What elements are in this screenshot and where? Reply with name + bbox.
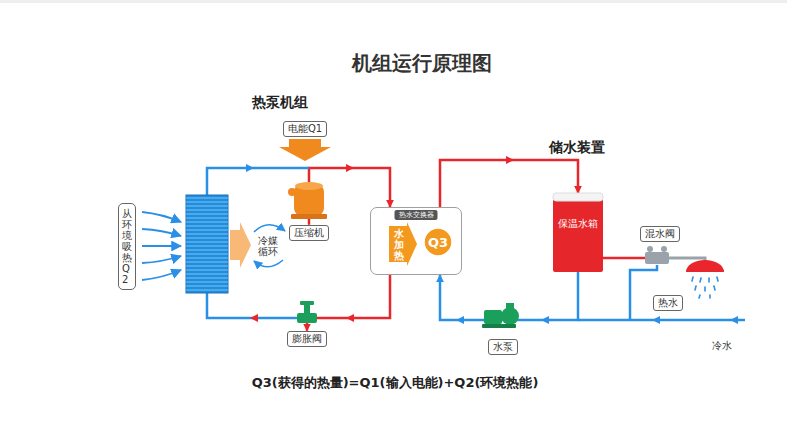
cold-water-pipe — [578, 319, 745, 322]
hot-water-label: 热水 — [653, 295, 683, 312]
compressor-label-text: 压缩机 — [294, 227, 324, 240]
flow-arrow — [246, 164, 254, 172]
air-arrows — [142, 212, 181, 280]
air-arrow — [142, 245, 181, 247]
heat-source-box-text: 从环境吸热Q2 — [122, 208, 132, 285]
flow-arrow — [456, 316, 464, 324]
flow-arrow — [346, 164, 354, 172]
pipes — [207, 168, 745, 320]
heating-arrow: 水加热 — [389, 222, 417, 266]
flow-arrows — [246, 156, 738, 324]
air-arrow — [142, 212, 181, 222]
cycle-arrow — [254, 225, 285, 232]
pump-motor — [484, 310, 502, 324]
refrigerant-pipe — [207, 168, 309, 195]
heat-exchanger-text: 热水交换器 — [395, 210, 438, 220]
tank-body — [553, 197, 603, 272]
valve-handle — [661, 246, 667, 252]
valve-body — [297, 313, 317, 323]
flow-arrow — [541, 316, 549, 324]
cold-water-riser — [630, 265, 657, 320]
pump-housing — [501, 307, 519, 325]
cycle-arrow — [254, 260, 283, 267]
air-arrow — [142, 270, 181, 280]
pipe-connector — [307, 275, 390, 331]
tank-cap — [553, 193, 603, 201]
water-drops — [692, 277, 718, 298]
power-input-box: 电能Q1 — [283, 121, 327, 138]
q3-circle: Q3 — [423, 227, 453, 257]
cycle-arrows — [254, 225, 285, 267]
flow-arrow — [730, 316, 738, 324]
mixing-valve — [645, 246, 669, 264]
air-arrow — [142, 256, 181, 263]
flow-arrow — [346, 314, 354, 322]
hot-water-label-text: 热水 — [658, 297, 678, 310]
diagram-title: 机组运行原理图 — [352, 50, 492, 77]
storage-heading: 储水装置 — [549, 139, 605, 157]
power-arrow — [279, 139, 331, 161]
evaporator — [186, 195, 251, 293]
compressor-label: 压缩机 — [289, 225, 329, 242]
flow-arrow — [250, 314, 258, 322]
pump-outlet — [506, 303, 514, 309]
expansion-valve — [297, 301, 317, 323]
shower-head — [686, 260, 724, 272]
valve-cap — [300, 301, 314, 305]
top-shade — [0, 0, 787, 3]
valve-label: 膨胀阀 — [287, 331, 327, 348]
power-input-box-text: 电能Q1 — [288, 123, 322, 136]
storage-tank: 保温水箱 — [553, 193, 603, 272]
diagram-caption: Q3(获得的热量)=Q1(输入电能)+Q2(环境热能) — [252, 374, 539, 392]
flow-arrow — [652, 316, 660, 324]
flow-arrow — [506, 156, 514, 164]
refrigerant-pipe — [207, 293, 298, 318]
heat-source-box: 从环境吸热Q2 — [118, 203, 136, 290]
pump-label: 水泵 — [488, 339, 518, 356]
pump-base — [482, 324, 516, 328]
compressor-top — [295, 182, 323, 190]
heat-exchanger: 热水交换器水加热 Q3 — [370, 207, 462, 275]
compressor-base — [291, 214, 327, 219]
evaporator-fins — [186, 195, 228, 293]
valve-body — [645, 252, 669, 264]
hot-water-pipe — [603, 257, 645, 260]
storage-tank-shape — [553, 193, 603, 272]
q3-circle-text: Q3 — [428, 235, 448, 250]
valve-label-text: 膨胀阀 — [292, 333, 322, 346]
heating-arrow-text: 水加热 — [394, 228, 404, 261]
valve-handle — [647, 246, 653, 252]
storage-tank-text: 保温水箱 — [553, 217, 603, 231]
pump-label-text: 水泵 — [493, 341, 513, 354]
mixing-valve-label: 混水阀 — [640, 226, 680, 243]
arrow-shape — [389, 222, 417, 266]
evaporator-body — [186, 195, 228, 293]
compressor — [288, 182, 327, 219]
air-arrow — [142, 229, 181, 236]
unit-heading: 热泵机组 — [252, 94, 308, 112]
mixing-valve-label-text: 混水阀 — [645, 228, 675, 241]
cold-water-label: 冷水 — [712, 339, 732, 353]
water-pump — [482, 303, 519, 328]
refrigerant-cycle-label: 冷媒循环 — [258, 235, 278, 257]
heat-arrow — [230, 222, 251, 268]
valve-stem — [304, 305, 310, 313]
circle-shape — [424, 228, 452, 256]
